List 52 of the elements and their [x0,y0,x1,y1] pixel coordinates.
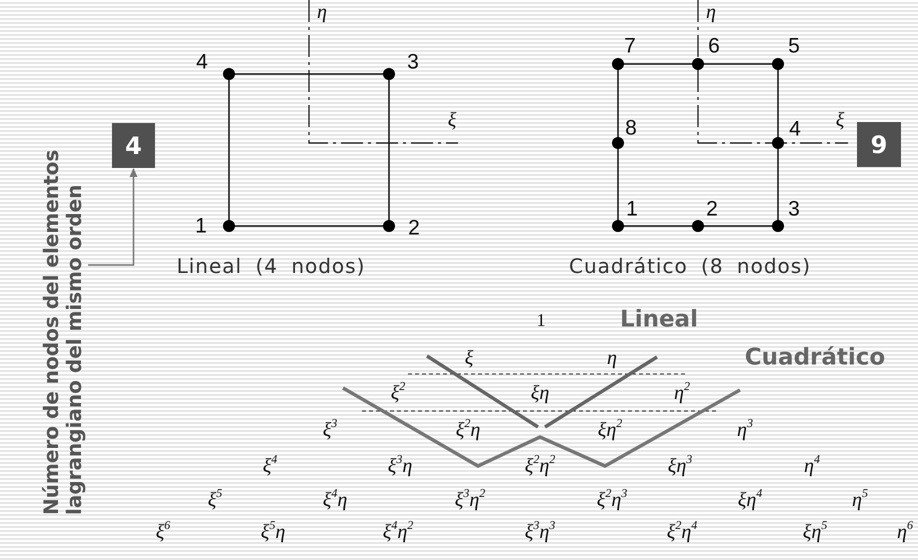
axis-label: ξ [836,110,844,130]
polynomial-term: ξ$^{2}$η [456,420,480,440]
polynomial-term: ξ$^{4}$η [322,490,348,510]
polynomial-term: η [607,348,617,368]
polynomial-term: ξ [464,348,474,368]
polynomial-term: η$^{4}$ [804,456,820,476]
element-caption: Cuadrático (8 nodos) [569,256,811,276]
node-number: 6 [708,36,720,56]
polynomial-term: ξη$^{2}$ [598,420,622,440]
node-number: 7 [624,36,636,56]
polynomial-term: ξ$^{2}$η$^{2}$ [524,456,556,476]
polynomial-term: ξ$^{6}$ [156,522,170,542]
node-number: 2 [408,218,420,238]
node-number: 1 [195,216,207,236]
axis-label: ξ [448,110,456,130]
series-label: Lineal [620,308,698,332]
polynomial-term: η$^{6}$ [897,522,913,542]
polynomial-term: ξ$^{3}$η$^{3}$ [524,522,556,542]
polynomial-term: ξ$^{3}$η [388,456,412,476]
polynomial-term: ξη$^{3}$ [668,456,692,476]
polynomial-term: ξ$^{2}$η$^{4}$ [666,522,698,542]
node-number: 5 [788,36,800,56]
polynomial-term: η$^{2}$ [674,383,690,403]
node-number: 3 [788,198,800,220]
polynomial-term: η$^{5}$ [852,490,868,510]
polynomial-term: 1 [536,311,546,329]
axis-label: η [317,2,327,22]
polynomial-term: ξ$^{3}$ [322,420,338,440]
polynomial-term: ξη [530,383,550,403]
axis-label: η [706,2,716,22]
polynomial-term: ξη$^{4}$ [738,490,762,510]
node-number: 1 [626,198,638,220]
leader-arrow [88,168,138,266]
element-caption: Lineal (4 nodos) [176,256,366,276]
polynomial-term: ξ$^{2}$η$^{3}$ [596,490,628,510]
node-number: 4 [789,118,801,140]
count-badge: 4 [112,123,155,168]
polynomial-term: ξ$^{4}$η$^{2}$ [382,522,414,542]
polynomial-term: ξ$^{5}$η [260,522,286,542]
node-number: 2 [706,198,718,220]
polynomial-term: ξ$^{2}$ [390,383,406,403]
count-badge: 9 [857,122,901,167]
polynomial-term: ξ$^{3}$η$^{2}$ [454,490,486,510]
node-number: 8 [625,118,637,138]
node-number: 4 [196,52,208,72]
polynomial-term: ξ$^{5}$ [208,490,222,510]
node-number: 3 [407,52,419,72]
polynomial-term: η$^{3}$ [737,420,753,440]
polynomial-term: ξη$^{5}$ [802,522,828,542]
side-caption: Número de nodos del elementos lagrangiano del mismo orden [40,55,86,515]
series-label: Cuadrático [744,346,886,370]
polynomial-term: ξ$^{4}$ [262,456,278,476]
